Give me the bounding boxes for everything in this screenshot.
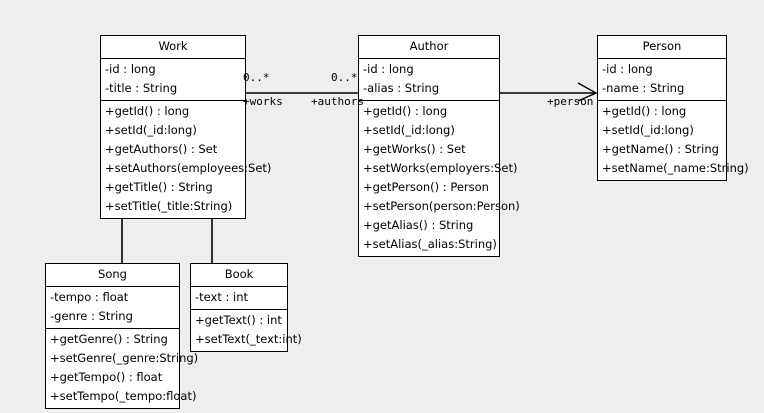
class-member: +setWorks(employers:Set)	[363, 161, 518, 175]
class-box-book[interactable]: Book -text : int +getText() : int +setTe…	[190, 263, 302, 352]
class-member: +setAlias(_alias:String)	[363, 237, 497, 251]
class-member: +setTitle(_title:String)	[105, 199, 233, 213]
class-member: +getGenre() : String	[50, 332, 168, 346]
class-member: +setText(_text:int)	[195, 332, 302, 346]
class-member: +setId(_id:long)	[363, 123, 455, 137]
class-member: +getId() : long	[363, 104, 448, 118]
class-member: -text : int	[195, 290, 249, 304]
class-member: +setId(_id:long)	[105, 123, 197, 137]
class-attributes-person: -id : long -name : String	[598, 59, 726, 101]
class-name-work: Work	[101, 36, 245, 59]
class-attributes-song: -tempo : float -genre : String	[46, 287, 179, 329]
class-member: +setAuthors(employees:Set)	[105, 161, 272, 175]
class-operations-work: +getId() : long +setId(_id:long) +getAut…	[101, 101, 272, 218]
class-member: -title : String	[105, 81, 178, 95]
class-member: +setGenre(_genre:String)	[50, 351, 199, 365]
class-operations-author: +getId() : long +setId(_id:long) +getWor…	[359, 101, 520, 256]
class-member: +setPerson(person:Person)	[363, 199, 520, 213]
class-operations-book: +getText() : int +setText(_text:int)	[191, 310, 302, 351]
class-member: +getTempo() : float	[50, 370, 163, 384]
class-member: +getId() : long	[105, 104, 190, 118]
role-label-works: +works	[243, 95, 283, 108]
class-name-song: Song	[46, 264, 179, 287]
role-label-person: +person	[547, 95, 594, 108]
class-operations-song: +getGenre() : String +setGenre(_genre:St…	[46, 329, 199, 408]
class-member: +getName() : String	[602, 142, 719, 156]
class-name-book: Book	[191, 264, 287, 287]
class-box-song[interactable]: Song -tempo : float -genre : String +get…	[45, 263, 199, 409]
class-member: +getAuthors() : Set	[105, 142, 218, 156]
class-member: -alias : String	[363, 81, 440, 95]
class-member: +getTitle() : String	[105, 180, 213, 194]
class-attributes-work: -id : long -title : String	[101, 59, 245, 101]
role-label-authors: +authors	[311, 95, 364, 108]
class-member: -name : String	[602, 81, 685, 95]
class-box-author[interactable]: Author -id : long -alias : String +getId…	[358, 35, 520, 257]
class-attributes-author: -id : long -alias : String	[359, 59, 499, 101]
class-member: +setTempo(_tempo:float)	[50, 389, 197, 403]
class-operations-person: +getId() : long +setId(_id:long) +getNam…	[598, 101, 749, 180]
class-member: +getPerson() : Person	[363, 180, 489, 194]
class-attributes-book: -text : int	[191, 287, 287, 310]
class-name-person: Person	[598, 36, 726, 59]
class-member: -id : long	[602, 62, 653, 76]
class-box-person[interactable]: Person -id : long -name : String +getId(…	[597, 35, 749, 181]
class-box-work[interactable]: Work -id : long -title : String +getId()…	[100, 35, 272, 219]
class-member: -genre : String	[50, 309, 133, 323]
class-name-author: Author	[359, 36, 499, 59]
class-member: -tempo : float	[50, 290, 129, 304]
class-member: +setId(_id:long)	[602, 123, 694, 137]
class-member: +getText() : int	[195, 313, 282, 327]
class-member: +getAlias() : String	[363, 218, 474, 232]
class-member: -id : long	[363, 62, 414, 76]
class-member: +getWorks() : Set	[363, 142, 466, 156]
class-member: -id : long	[105, 62, 156, 76]
class-member: +getId() : long	[602, 104, 687, 118]
class-member: +setName(_name:String)	[602, 161, 749, 175]
multiplicity-author-side: 0..*	[331, 71, 358, 84]
multiplicity-work-side: 0..*	[243, 71, 270, 84]
